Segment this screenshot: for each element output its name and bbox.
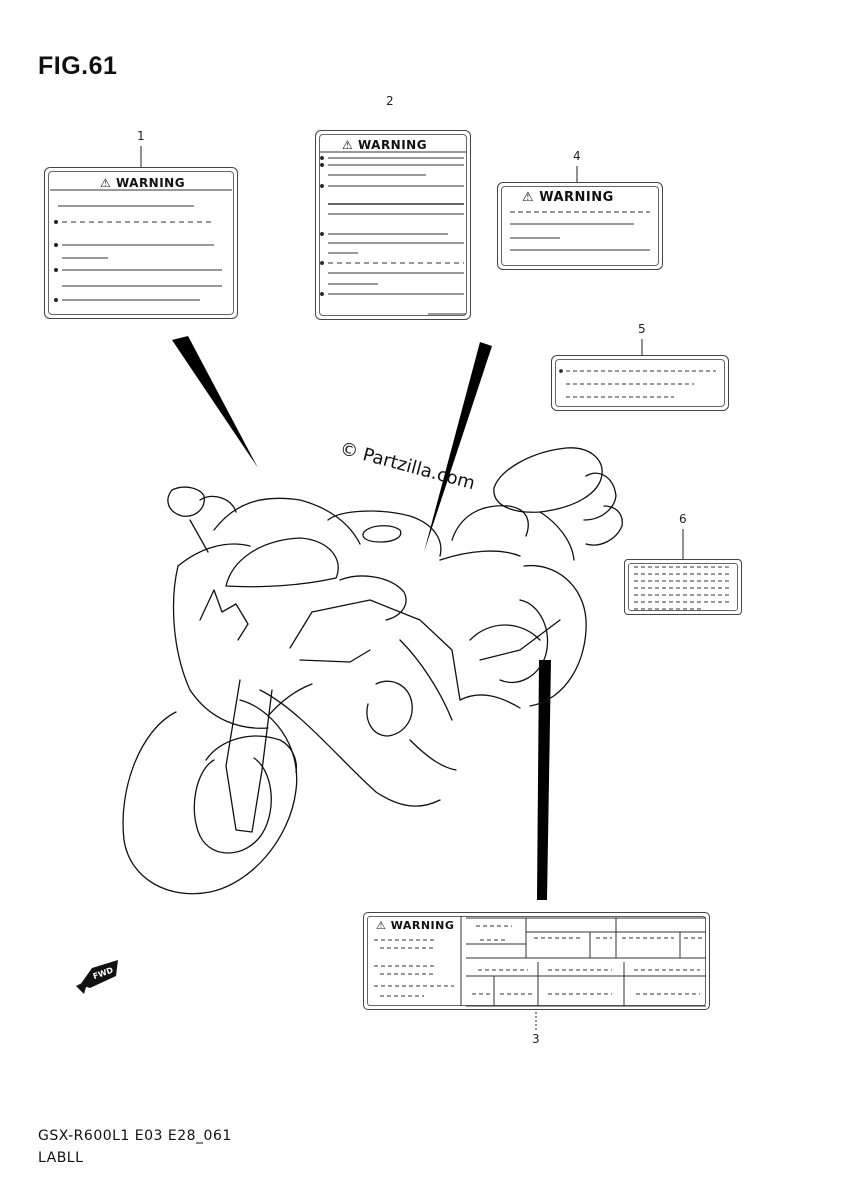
callout-3[interactable]: 3 [532, 1032, 540, 1046]
label-6-content [634, 566, 732, 610]
warning-heading: ⚠ WARNING [522, 190, 614, 205]
warning-triangle-icon: ⚠ [376, 919, 387, 932]
label-2-warning-card[interactable]: ⚠ WARNING [315, 130, 471, 320]
label-6-card[interactable] [624, 559, 742, 615]
callout-6[interactable]: 6 [679, 512, 687, 526]
warning-heading: ⚠ WARNING [100, 176, 186, 190]
callout-2[interactable]: 2 [386, 94, 394, 108]
pointer-label-3 [537, 660, 551, 900]
forward-arrow-icon [76, 980, 88, 994]
label-1-warning-card[interactable]: ⚠ WARNING [44, 167, 238, 319]
label-5-card[interactable] [551, 355, 729, 411]
label-2-content [320, 151, 466, 315]
warning-triangle-icon: ⚠ [100, 176, 112, 190]
callout-5[interactable]: 5 [638, 322, 646, 336]
label-3-content [374, 916, 706, 1007]
warning-heading: ⚠ WARNING [376, 919, 455, 932]
label-4-warning-card[interactable]: ⚠ WARNING [497, 182, 663, 270]
label-4-content [510, 211, 650, 251]
figure-title: FIG.61 [38, 52, 118, 80]
warning-triangle-icon: ⚠ [342, 138, 354, 152]
motorcycle-outline [122, 447, 623, 895]
warning-heading: ⚠ WARNING [342, 138, 428, 152]
pointer-label-1 [172, 336, 258, 468]
label-5-content [559, 369, 716, 398]
warning-triangle-icon: ⚠ [522, 190, 535, 205]
callout-4[interactable]: 4 [573, 149, 581, 163]
model-code: GSX-R600L1 E03 E28_061 [38, 1128, 232, 1144]
fwd-badge: FWD [76, 960, 118, 994]
pointer-wedges [172, 336, 551, 900]
callout-1[interactable]: 1 [137, 129, 145, 143]
label-1-content [50, 189, 232, 303]
section-label: LABLL [38, 1150, 84, 1166]
pointer-label-2 [424, 342, 492, 552]
